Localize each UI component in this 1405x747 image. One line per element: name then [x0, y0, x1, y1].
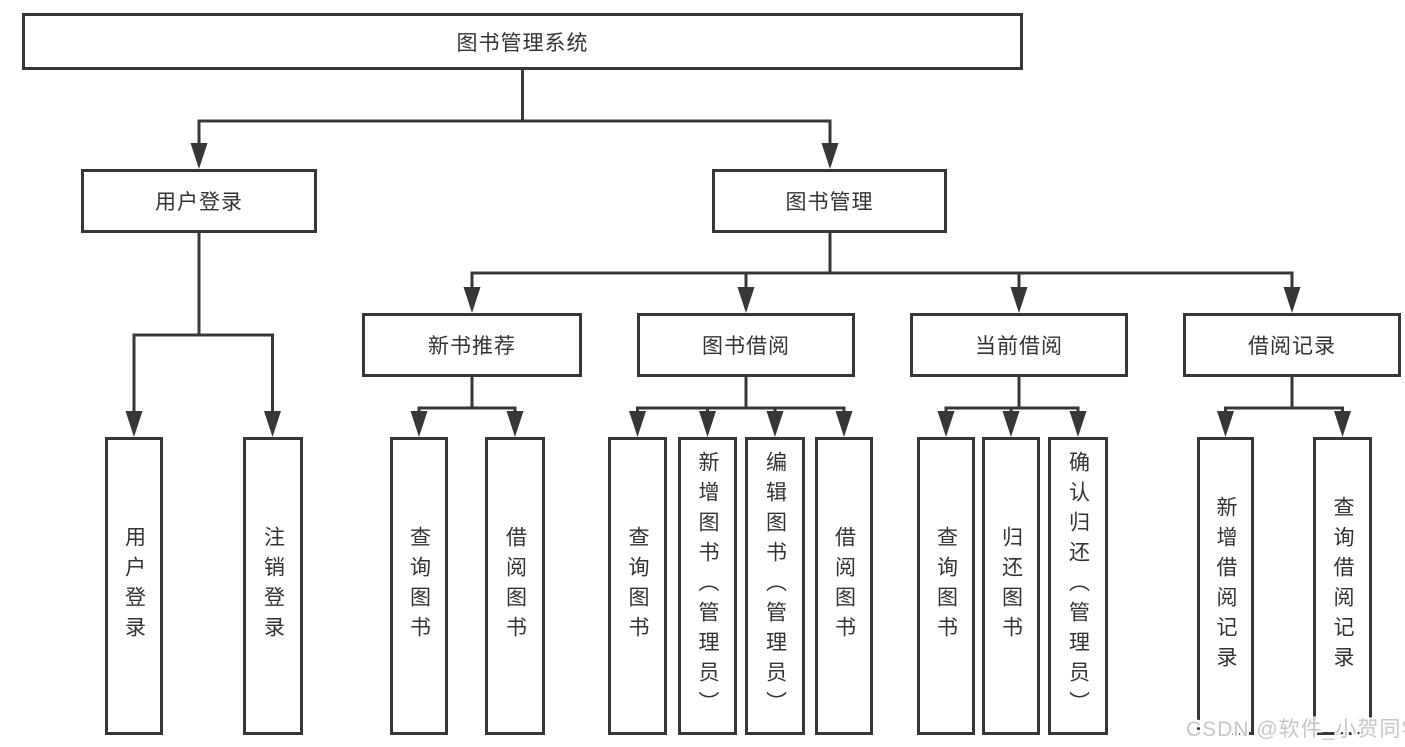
arrowhead-icon	[699, 411, 716, 437]
node-book-management: 图书管理	[712, 169, 947, 233]
node-leaf-current-return-books: 归还图书	[982, 437, 1040, 735]
connector-branch	[463, 231, 1301, 313]
node-leaf-borrow-query-books: 查询图书	[608, 437, 667, 735]
connector-branch	[937, 375, 1087, 437]
node-leaf-recommend-borrow-books: 借阅图书	[485, 437, 545, 735]
node-leaf-borrow-add-books-admin: 新增图书（管理员）	[678, 437, 737, 735]
node-leaf-current-query-books: 查询图书	[917, 437, 975, 735]
arrowhead-icon	[821, 143, 839, 169]
node-leaf-borrow-borrow-books: 借阅图书	[815, 437, 873, 735]
arrowhead-icon	[190, 143, 208, 169]
arrowhead-icon	[937, 411, 955, 437]
node-leaf-logout: 注销登录	[243, 437, 303, 735]
arrowhead-icon	[1334, 411, 1351, 437]
node-leaf-current-confirm-return-admin: 确认归还（管理员）	[1048, 437, 1108, 735]
node-leaf-records-query-record: 查询借阅记录	[1313, 437, 1372, 735]
arrowhead-icon	[463, 287, 481, 313]
arrowhead-icon	[737, 287, 755, 313]
arrowhead-icon	[125, 411, 143, 437]
arrowhead-icon	[264, 411, 281, 437]
arrowhead-icon	[410, 411, 428, 437]
node-new-book-recommend: 新书推荐	[362, 313, 582, 377]
arrowhead-icon	[1283, 287, 1301, 313]
arrowhead-icon	[629, 411, 646, 437]
node-leaf-records-add-record: 新增借阅记录	[1197, 437, 1254, 735]
node-leaf-borrow-edit-books-admin: 编辑图书（管理员）	[745, 437, 805, 735]
arrowhead-icon	[1069, 411, 1087, 437]
connector-branch	[1217, 375, 1351, 437]
connector-branch	[629, 375, 853, 437]
arrowhead-icon	[506, 411, 524, 437]
connector-branch	[190, 68, 839, 169]
arrowhead-icon	[835, 411, 853, 437]
node-user-login: 用户登录	[81, 169, 317, 233]
connector-branch	[125, 231, 281, 437]
arrowhead-icon	[1002, 411, 1020, 437]
csdn-watermark: CSDN @软件_小贺同学	[1186, 718, 1405, 741]
node-leaf-recommend-query-books: 查询图书	[390, 437, 448, 735]
arrowhead-icon	[1010, 287, 1028, 313]
node-book-borrow: 图书借阅	[637, 313, 855, 377]
arrowhead-icon	[766, 411, 784, 437]
arrowhead-icon	[1217, 411, 1234, 437]
node-current-borrow: 当前借阅	[910, 313, 1128, 377]
node-leaf-user-login: 用户登录	[105, 437, 163, 735]
node-borrow-records: 借阅记录	[1183, 313, 1401, 377]
node-root: 图书管理系统	[22, 13, 1023, 70]
connector-branch	[410, 375, 524, 437]
